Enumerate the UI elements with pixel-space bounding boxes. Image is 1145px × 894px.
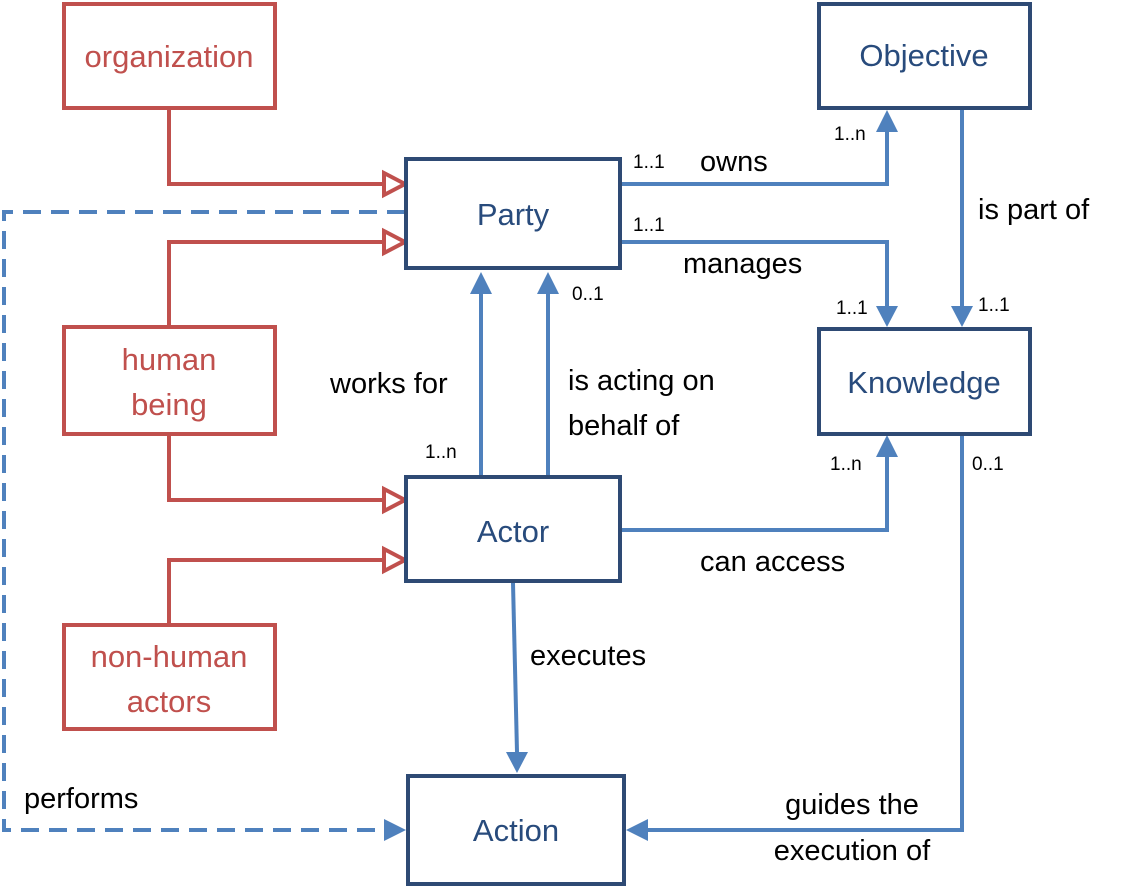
mult-works-for-actor: 1..n (425, 442, 457, 463)
non-human-actors-label-line2: actors (127, 684, 211, 719)
manages-arrowhead (876, 306, 898, 327)
acting-on-behalf-label-line2: behalf of (568, 410, 680, 442)
mult-manages-party: 1..1 (633, 215, 665, 236)
objective-label: Objective (859, 38, 988, 73)
guides-label-line1: guides the (785, 789, 919, 821)
owns-arrowhead (876, 110, 898, 132)
mult-can-access-knowledge: 1..n (830, 454, 862, 475)
organization-node: organization (62, 2, 277, 110)
guides-label-line2: execution of (774, 835, 931, 867)
organization-to-party-arrowhead (382, 169, 410, 199)
acting-on-behalf-arrowhead (537, 272, 559, 294)
party-node: Party (404, 157, 622, 270)
performs-connector (2, 210, 405, 832)
party-label: Party (477, 197, 550, 232)
relation-labels: owns manages is part of works for is act… (24, 146, 1090, 867)
knowledge-label: Knowledge (847, 365, 1000, 400)
owns-label: owns (700, 146, 768, 178)
non-human-to-actor-connector (167, 558, 384, 625)
actor-label: Actor (477, 514, 549, 549)
organization-label: organization (85, 39, 254, 74)
non-human-actors-label-line1: non-human (91, 639, 248, 674)
can-access-connector (620, 457, 889, 532)
mult-part-of-knowledge: 1..1 (978, 295, 1010, 316)
non-human-actors-node: non-human actors (62, 623, 277, 731)
manages-connector (620, 240, 889, 306)
human-being-to-party-connector (167, 240, 384, 327)
works-for-arrowhead (470, 272, 492, 294)
human-being-label-line2: being (131, 387, 207, 422)
performs-arrowhead (384, 819, 406, 841)
mult-owns-party: 1..1 (633, 152, 665, 173)
human-being-to-party-arrowhead (382, 227, 410, 257)
mult-guides-knowledge: 0..1 (972, 454, 1004, 475)
owns-connector (620, 132, 889, 186)
objective-node: Objective (817, 2, 1032, 110)
knowledge-node: Knowledge (817, 327, 1032, 436)
human-being-node: human being (62, 325, 277, 436)
actor-node: Actor (404, 475, 622, 583)
action-node: Action (406, 774, 626, 886)
guides-arrowhead (626, 819, 648, 841)
guides-connector (648, 436, 964, 832)
mult-acting-party: 0..1 (572, 284, 604, 305)
action-label: Action (473, 813, 559, 848)
works-for-label: works for (329, 368, 448, 400)
human-being-to-actor-connector (167, 434, 384, 502)
performs-label: performs (24, 783, 138, 815)
organization-to-party-connector (167, 110, 384, 186)
can-access-arrowhead (876, 435, 898, 457)
association-connectors (2, 108, 973, 841)
human-being-to-actor-arrowhead (382, 485, 410, 515)
manages-label: manages (683, 248, 802, 280)
mult-owns-objective: 1..n (834, 124, 866, 145)
can-access-label: can access (700, 546, 845, 578)
human-being-label-line1: human (122, 342, 217, 377)
acting-on-behalf-label-line1: is acting on (568, 365, 715, 397)
is-part-of-arrowhead (951, 306, 973, 327)
executes-arrowhead (506, 752, 528, 773)
specialization-connectors (167, 110, 410, 625)
multiplicity-labels: 1..1 1..n 1..1 1..1 1..1 1..n 0..1 1..n … (425, 124, 1010, 475)
executes-label: executes (530, 640, 646, 672)
mult-manages-knowledge: 1..1 (836, 298, 868, 319)
is-part-of-label: is part of (978, 194, 1090, 226)
executes-connector (511, 582, 519, 753)
non-human-to-actor-arrowhead (382, 545, 410, 575)
